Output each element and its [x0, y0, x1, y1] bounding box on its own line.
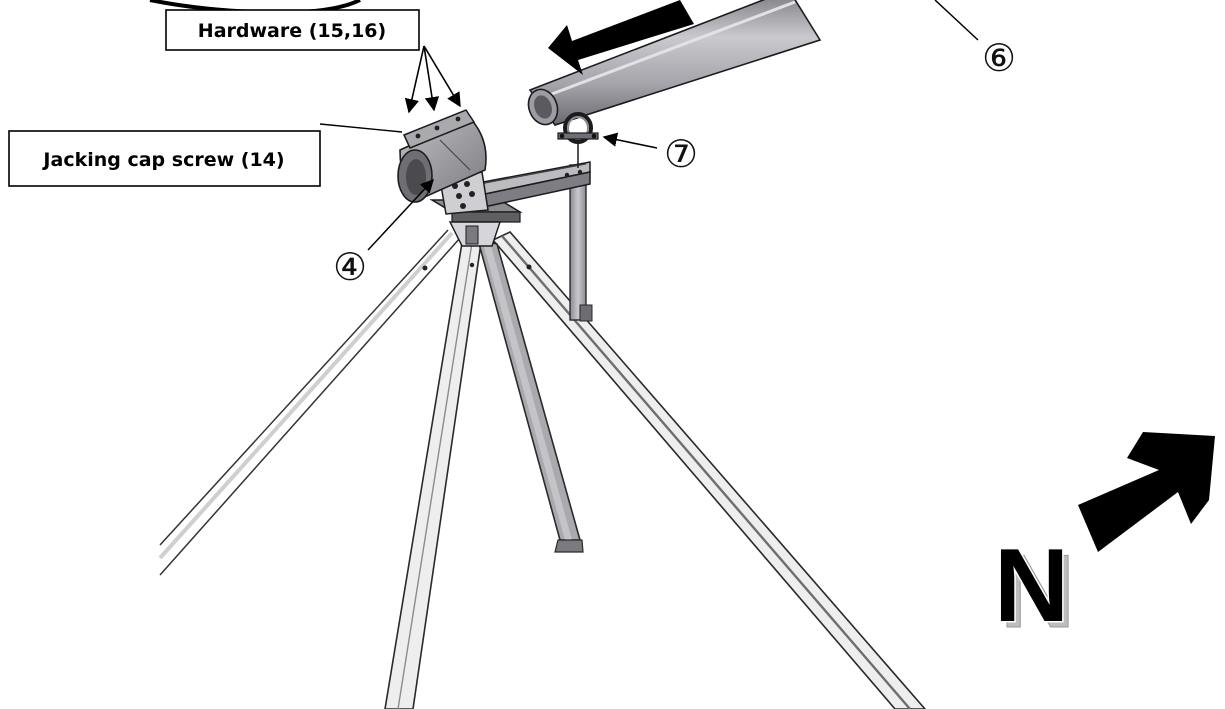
support-post — [569, 164, 593, 322]
north-indicator: N N — [993, 527, 1076, 651]
part-4-leader — [367, 179, 434, 251]
tripod-legs — [158, 229, 927, 709]
part-4-label: ④ — [333, 245, 367, 289]
tripod-leg-rear — [476, 238, 584, 553]
jacking-screw-leader — [319, 123, 403, 133]
hardware-leader-arrows — [404, 45, 461, 114]
clamp-ring — [557, 112, 599, 168]
direction-arrow-icon — [548, 0, 694, 75]
north-letter-shadow: N — [1000, 534, 1075, 650]
north-arrow-icon — [1078, 432, 1215, 552]
tripod-leg-front — [384, 242, 482, 709]
hardware-callout-label: Hardware (15,16) — [198, 20, 386, 42]
part-7-leader — [602, 132, 658, 149]
part-7-label: ⑦ — [664, 132, 698, 176]
telescope-tube — [527, 0, 822, 126]
north-letter: N — [994, 528, 1069, 644]
part-6-label: ⑥ — [982, 36, 1016, 80]
jacking-screw-callout: Jacking cap screw (14) — [8, 130, 321, 187]
part-6-leader — [934, 0, 979, 41]
jacking-screw-callout-label: Jacking cap screw (14) — [41, 149, 284, 171]
tripod-leg-left — [158, 229, 461, 576]
hardware-callout: Hardware (15,16) — [165, 9, 420, 51]
mount-arm — [439, 161, 591, 215]
